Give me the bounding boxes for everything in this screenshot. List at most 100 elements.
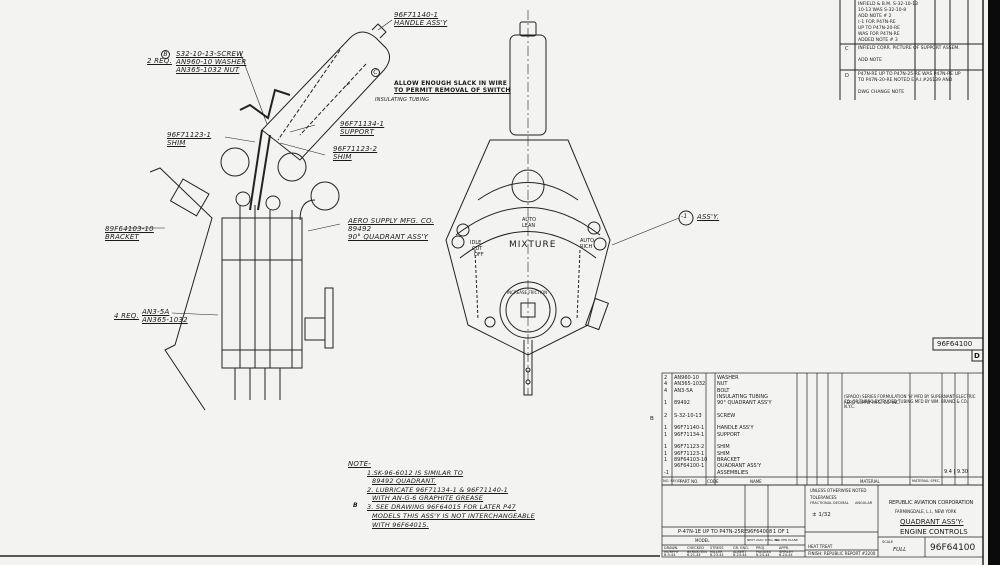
parts-cell-name: SUPPORT — [717, 431, 740, 438]
auto-lean-2: LEAN — [522, 223, 536, 229]
next-assy-label: NEXT ASSY. DWG. NO. — [747, 538, 780, 542]
note-1b: 89492 QUADRANT. — [372, 477, 437, 485]
sheet: 1 OF 1 — [773, 529, 790, 535]
rev-d-line: TO P47N-20-RE NOTED E.A.I.#26139 AND — [858, 78, 953, 83]
parts-cell-name: BRACKET — [717, 456, 741, 463]
rev-c-line: INFIELD CORR. PICTURE OF SUPPORT ASSEM. — [858, 46, 960, 51]
parts-cell-name: ASSEMBLIES — [717, 469, 749, 476]
parts-cell-qty: 4 — [664, 381, 668, 388]
nut-label: AN365-1032 NUT — [176, 66, 240, 74]
note-marker: B — [353, 502, 358, 509]
quadrant-part: 89492 — [348, 225, 372, 233]
note-2b: WITH AN-G-6 GRAPHITE GREASE — [372, 494, 484, 502]
company-location: FARMINGDALE, L.I., NEW YORK — [895, 509, 957, 514]
signature-sig_dates: 6-21-44 — [687, 553, 701, 557]
header-spec: MATERIAL SPEC. — [912, 479, 941, 483]
parts-cell-part: 96F71123-2 — [674, 444, 705, 451]
note-3c: WITH 96F64015. — [372, 521, 429, 529]
title-drawing-number: 96F64100 — [930, 543, 976, 553]
signature-sig_dates: 6-24-44 — [733, 553, 747, 557]
parts-marker: B — [650, 416, 654, 422]
washer-label: AN960-10 WASHER — [176, 58, 247, 66]
shim1-name: SHIM — [167, 139, 186, 147]
idle-cutoff-1: IDLE — [470, 240, 482, 246]
effectivity: P-47N-1E UP TO P47N-25RE — [678, 529, 748, 535]
increase-friction-label: INCREASE FRICTION — [507, 290, 548, 295]
auto-rich-1: AUTO — [580, 238, 595, 244]
parts-cell-name: SHIM — [717, 444, 730, 451]
note-1a: 1.SK-96-6012 IS SIMILAR TO — [367, 469, 464, 477]
insulating-tubing-label: INSULATING TUBING — [375, 97, 430, 103]
parts-cell-part: AN3-5A — [674, 387, 693, 394]
rev-a-line: UP TO P47N-20-RE — [858, 26, 900, 31]
marker-c: C — [371, 68, 380, 77]
rev-a-line: ADD NOTE # 2 — [858, 14, 892, 19]
title-line-1: QUADRANT ASS'Y- — [900, 518, 964, 526]
drawing-number-corner: 96F64100 — [937, 340, 973, 348]
no-per-plane-label: NO. PER PLANE — [775, 538, 798, 542]
parts-cell-part: S-32-10-13 — [674, 412, 702, 419]
header-name: NAME — [750, 479, 762, 484]
support-part: 96F71134-1 — [340, 120, 385, 128]
rev-c-letter: C — [845, 46, 849, 52]
quadrant-side-view — [149, 147, 340, 411]
shim2-part: 96F71123-2 — [333, 145, 378, 153]
signature-sig_names: BERNSTEIN — [687, 549, 707, 554]
parts-cell-part: 89492 — [674, 400, 690, 407]
header-part: PART NO. — [680, 479, 699, 484]
parts-cell-name: NUT — [717, 381, 728, 388]
tolerances-label: TOLERANCES — [810, 495, 837, 500]
bolt-label: AN3-5A — [142, 308, 170, 316]
assy-label: ASS'Y. — [697, 213, 720, 221]
rev-c-line: ADD NOTE — [858, 58, 882, 63]
signature-sig_dates: 6-24-44 — [756, 553, 770, 557]
parts-cell-qty: 2 — [664, 375, 668, 381]
slack-note-2: TO PERMIT REMOVAL OF SWITCH — [394, 87, 511, 94]
rev-d-letter: D — [845, 73, 849, 79]
scale-value: FULL — [893, 547, 907, 553]
parts-cell-part: 96F64100-1 — [674, 463, 705, 470]
parts-cell-part: AN960-10 — [674, 375, 699, 381]
rev-a-line: INFIELD & B.M. S-32-10-13 — [858, 2, 918, 7]
tolerance-heading: UNLESS OTHERWISE NOTED — [810, 488, 867, 493]
model-label: MODEL — [695, 538, 710, 543]
parts-cell-material: AERO SUPPLY MFG. CO. INC. — [844, 400, 901, 406]
parts-cell-name: SHIM — [717, 450, 730, 457]
signature-sig_names: HUGUES — [756, 549, 771, 554]
quadrant-maker: AERO SUPPLY MFG. CO. — [348, 217, 434, 225]
parts-cell-part: 96F71140-1 — [674, 425, 705, 432]
note-2a: 2. LUBRICATE 96F71134-1 & 96F71140-1 — [367, 486, 508, 494]
parts-cell-name: BOLT — [717, 387, 730, 394]
signature-sig_dates: 6-24-44 — [779, 553, 793, 557]
drawing-number-box — [932, 337, 984, 351]
next-assy: 96F64008 — [747, 529, 773, 535]
bolt-nut-label: AN365-1032 — [142, 316, 188, 324]
rev-a-line: ADDED NOTE # 3 — [858, 38, 898, 43]
quadrant-front-view — [445, 10, 694, 396]
idle-cutoff-3: OFF — [474, 252, 484, 258]
rev-a-line: (-1 FOR P47N-RE — [858, 20, 896, 25]
auto-rich-2: RICH — [580, 244, 593, 250]
parts-cell-material: (SPADO) SERIES FORMULATION 'H' MFD BY SU… — [844, 393, 976, 409]
signature-sig_names: MURPHY — [664, 549, 679, 554]
parts-cell-qty: 1 — [664, 400, 668, 407]
signature-signatures: CHECKED — [687, 546, 704, 550]
notes-heading: NOTE- — [348, 460, 371, 468]
rev-d-line: DWG CHANGE NOTE — [858, 90, 905, 95]
signature-signatures: APPR. — [779, 546, 790, 550]
bracket-part: 89F64103-10 — [105, 225, 154, 233]
bolt-qty: 4 REQ. — [114, 312, 139, 320]
parts-cell-qty: 1 — [664, 456, 668, 463]
scan-edge — [988, 0, 1000, 565]
revision-letter: D — [974, 352, 980, 360]
bracket-name: BRACKET — [105, 233, 140, 241]
signature-signatures: PROJ. — [756, 546, 766, 550]
handle-assy-part: 96F71140-1 — [394, 11, 439, 19]
shim2-name: SHIM — [333, 153, 352, 161]
parts-cell-name: WASHER — [717, 375, 739, 381]
mixture-label: MIXTURE — [509, 240, 557, 250]
parts-cell-name: SCREW — [717, 412, 736, 419]
parts-cell-name: QUADRANT ASS'Y — [717, 463, 762, 470]
company-name: REPUBLIC AVIATION CORPORATION — [888, 500, 974, 506]
tol-angular: ANGULAR — [855, 501, 873, 505]
